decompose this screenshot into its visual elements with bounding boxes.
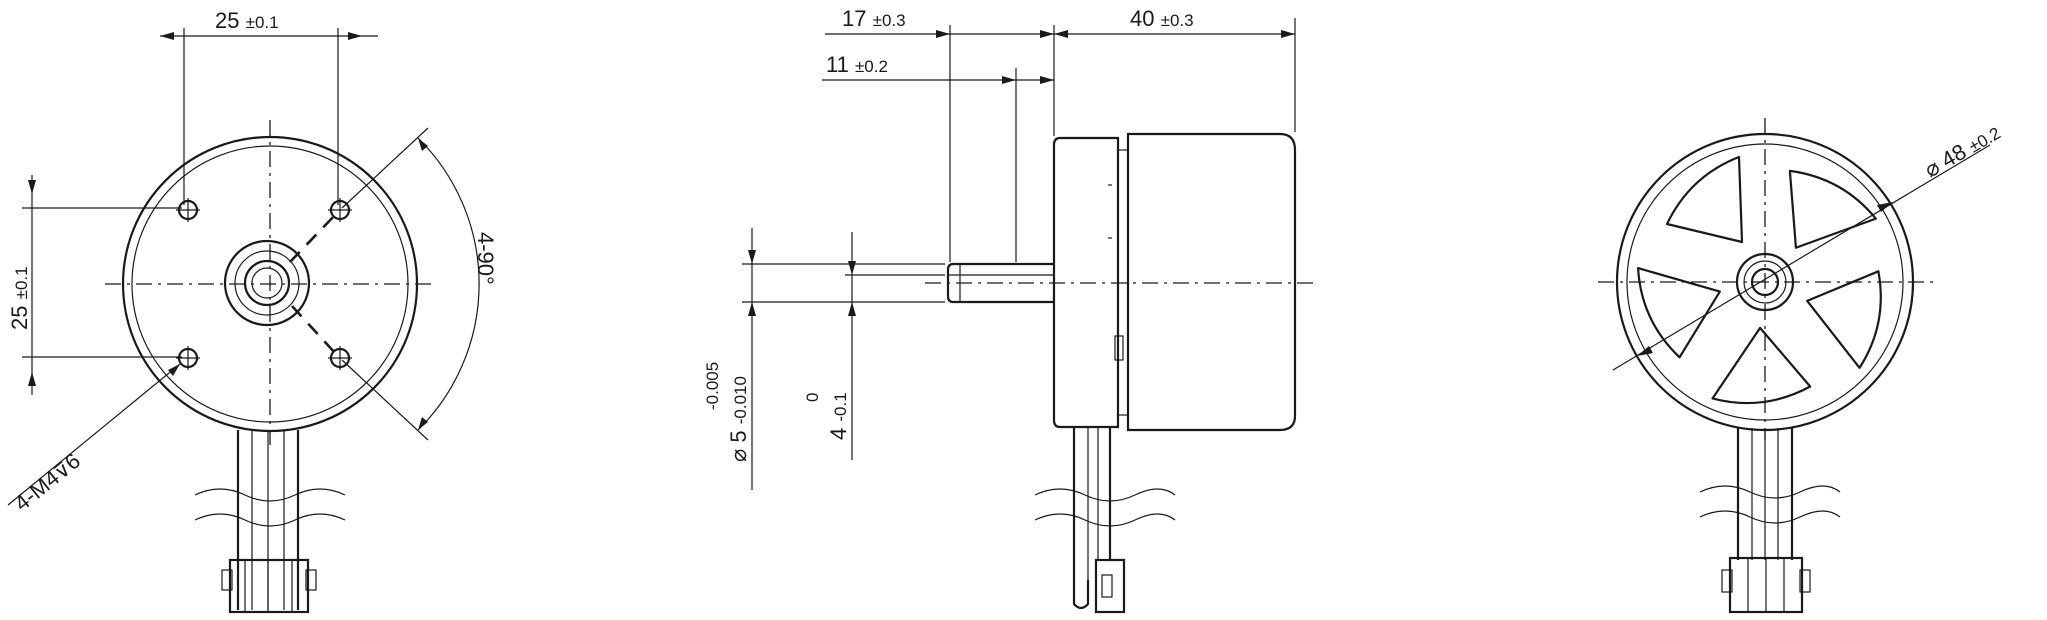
side-dim-label: 25 ±0.1	[7, 266, 32, 330]
front-flange-circle	[131, 145, 409, 423]
dim-17-arrow-right	[1040, 30, 1054, 38]
dim-40-arrow-right	[1281, 30, 1295, 38]
side-shaft	[946, 262, 1054, 304]
flat-arrow-top	[848, 261, 856, 275]
dim-11-arrow-right	[1040, 76, 1054, 84]
dim-11-label: 11 ±0.2	[826, 52, 888, 77]
front-break-line-2	[194, 513, 346, 527]
shaft-dia-arrow-bottom	[748, 302, 756, 316]
side-break-line-2	[1034, 513, 1176, 527]
side-flange	[1052, 136, 1120, 429]
diagonal-hole-line-tr	[289, 213, 337, 263]
thread-label: 4-M4⊽6	[9, 448, 85, 516]
angle-ext-upper	[341, 127, 429, 209]
angle-arc	[417, 137, 480, 431]
dim-17-label: 17 ±0.3	[842, 6, 906, 31]
front-view: 25 ±0.1 25 ±0.1 4-90° 4-M4⊽6	[7, 8, 498, 614]
side-body-tab	[1114, 335, 1124, 361]
diagonal-hole-line-br	[291, 305, 337, 355]
side-connector	[1094, 558, 1126, 614]
shaft-dia-arrow-top	[748, 250, 756, 264]
back-cooling-windows	[1614, 149, 1919, 442]
top-dim-label: 25 ±0.1	[215, 8, 279, 33]
dim-40-label: 40 ±0.3	[1130, 6, 1194, 31]
top-dim-arrow-right	[348, 32, 362, 40]
side-dim-arrow-bottom	[28, 372, 36, 386]
side-dim-arrow-top	[28, 180, 36, 194]
thread-leader-arrow	[168, 364, 180, 376]
flat-arrow-bottom	[848, 302, 856, 316]
cooling-window	[1665, 155, 1744, 244]
top-dim-arrow-left	[160, 32, 174, 40]
angle-arrow-bottom	[418, 417, 428, 430]
back-view: ⌀ 48 ±0.2	[1598, 118, 2004, 614]
thread-leader	[7, 363, 181, 506]
shaft-dia-upper-tol: -0.005	[703, 362, 722, 410]
front-shaft-flat	[251, 267, 283, 299]
front-wires	[194, 430, 346, 614]
side-wires	[1034, 427, 1176, 614]
shaft-dia-label: ⌀ 5 -0.010	[726, 376, 751, 462]
front-hub-inner	[234, 250, 300, 316]
front-outer-circle	[121, 135, 419, 433]
front-connector	[228, 558, 310, 614]
back-wires	[1699, 428, 1841, 614]
back-dia-arrow-lower	[1637, 346, 1653, 356]
dim-40-arrow-left	[1054, 30, 1068, 38]
back-hub-middle	[1743, 260, 1787, 304]
front-hub-outer	[223, 239, 311, 327]
back-hub-inner	[1750, 267, 1780, 297]
back-inner-circle	[1626, 143, 1904, 421]
back-break-line-2	[1699, 510, 1841, 524]
dim-17-arrow-left	[936, 30, 950, 38]
side-wire-end	[1072, 580, 1090, 610]
back-dia-leader	[1612, 144, 1991, 371]
back-break-line-1	[1699, 485, 1841, 499]
dim-11-arrow-left	[1002, 76, 1016, 84]
front-break-line-1	[194, 488, 346, 502]
back-hub-outer	[1735, 252, 1795, 312]
side-break-line-1	[1034, 488, 1176, 502]
angle-ext-lower	[341, 359, 429, 441]
back-dia-arrow-upper	[1877, 202, 1893, 212]
side-view: 17 ±0.3 40 ±0.3 11 ±0.2 ⌀ 5 -0.010 -0.00…	[703, 6, 1315, 614]
angle-label: 4-90°	[473, 232, 498, 285]
side-body	[1126, 132, 1297, 432]
front-shaft-end	[243, 259, 291, 307]
hole-center-marks	[176, 198, 352, 370]
back-dia-label: ⌀ 48 ±0.2	[1920, 119, 2004, 182]
angle-arrow-top	[418, 138, 428, 151]
flat-label: 4 -0.1	[826, 392, 851, 440]
flat-upper-tol: 0	[803, 393, 822, 402]
